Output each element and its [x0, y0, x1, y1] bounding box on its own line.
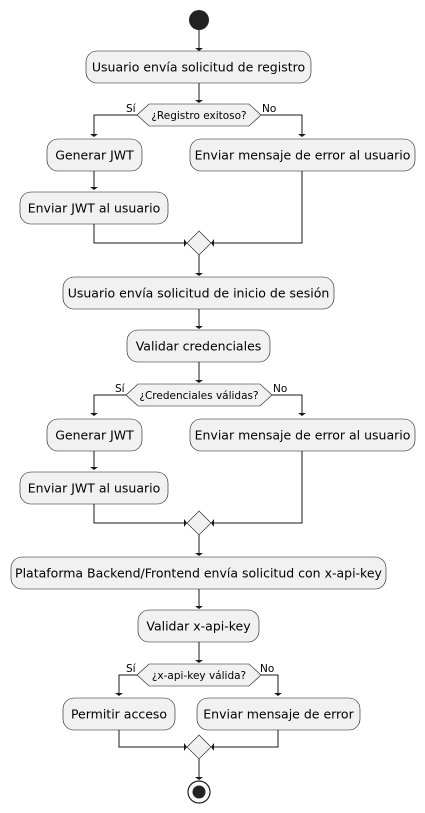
arrowhead — [274, 693, 282, 696]
svg-text:Enviar mensaje de error al usu: Enviar mensaje de error al usuario — [195, 428, 411, 443]
decision-api-key-valida: ¿x-api-key válida? — [136, 663, 262, 687]
activity-generar-jwt: Generar JWT — [46, 418, 143, 452]
svg-text:Enviar JWT al usuario: Enviar JWT al usuario — [28, 201, 161, 216]
arrowhead — [298, 413, 306, 416]
arrowhead — [184, 519, 187, 527]
edge — [214, 171, 303, 244]
edge — [118, 730, 184, 748]
svg-text:Usuario envía solicitud de reg: Usuario envía solicitud de registro — [92, 60, 305, 75]
activity-validar-credenciales: Validar credenciales — [126, 329, 271, 363]
branch-label-no: No — [260, 663, 274, 675]
arrowhead — [115, 693, 123, 696]
arrowhead — [195, 380, 203, 383]
arrowhead — [195, 100, 203, 103]
svg-text:Permitir acceso: Permitir acceso — [71, 707, 167, 722]
edge — [93, 394, 126, 413]
arrowhead — [211, 519, 214, 527]
svg-text:Usuario envía solicitud de ini: Usuario envía solicitud de inicio de ses… — [68, 286, 330, 301]
edge — [93, 504, 184, 524]
activity-error-registro: Enviar mensaje de error al usuario — [189, 138, 416, 172]
edge — [272, 394, 303, 413]
end-node — [187, 780, 211, 804]
arrowhead — [195, 606, 203, 609]
activity-permitir-acceso: Permitir acceso — [62, 697, 176, 731]
svg-text:¿Registro exitoso?: ¿Registro exitoso? — [151, 110, 246, 122]
branch-label-yes: Sí — [126, 103, 137, 115]
edge — [93, 224, 184, 244]
arrowhead — [195, 273, 203, 276]
svg-text:Validar credenciales: Validar credenciales — [136, 339, 262, 354]
branch-label-no: No — [262, 103, 276, 115]
edge — [261, 674, 279, 693]
activity-registro-request: Usuario envía solicitud de registro — [85, 50, 312, 84]
svg-text:Enviar mensaje de error: Enviar mensaje de error — [203, 707, 354, 722]
svg-text:Enviar mensaje de error al usu: Enviar mensaje de error al usuario — [195, 148, 411, 163]
arrowhead — [184, 239, 187, 247]
activity-login-request: Usuario envía solicitud de inicio de ses… — [62, 276, 335, 310]
branch-label-yes: Sí — [126, 663, 137, 675]
arrowhead — [195, 777, 203, 780]
activity-error-api-key: Enviar mensaje de error — [196, 697, 361, 731]
arrowhead — [195, 553, 203, 556]
activity-error-credenciales: Enviar mensaje de error al usuario — [189, 418, 416, 452]
svg-text:Generar JWT: Generar JWT — [55, 428, 134, 443]
arrowhead — [195, 660, 203, 663]
arrowhead — [195, 48, 203, 51]
activity-api-key-request: Plataforma Backend/Frontend envía solici… — [10, 556, 387, 590]
svg-text:¿Credenciales válidas?: ¿Credenciales válidas? — [139, 390, 258, 402]
branch-label-no: No — [273, 383, 287, 395]
arrowhead — [90, 467, 98, 470]
start-node — [189, 10, 209, 30]
edge — [93, 114, 137, 134]
merge-node — [186, 510, 212, 536]
activity-generar-jwt: Generar JWT — [46, 138, 143, 172]
arrowhead — [211, 743, 214, 751]
arrowhead — [195, 326, 203, 329]
activity-validar-api-key: Validar x-api-key — [137, 609, 260, 643]
branch-label-yes: Sí — [115, 383, 126, 395]
arrowhead — [90, 134, 98, 137]
activity-enviar-jwt: Enviar JWT al usuario — [19, 471, 169, 505]
arrowhead — [184, 743, 187, 751]
edge — [118, 674, 137, 693]
svg-text:¿x-api-key válida?: ¿x-api-key válida? — [152, 670, 246, 682]
edge — [214, 730, 279, 748]
merge-node — [186, 230, 212, 256]
decision-registro-exitoso: ¿Registro exitoso? — [136, 103, 262, 127]
arrowhead — [90, 187, 98, 190]
decision-credenciales-validas: ¿Credenciales válidas? — [125, 383, 273, 407]
edge — [261, 114, 303, 134]
arrowhead — [298, 134, 306, 137]
activity-enviar-jwt: Enviar JWT al usuario — [19, 191, 169, 225]
svg-text:Generar JWT: Generar JWT — [55, 148, 134, 163]
arrowhead — [211, 239, 214, 247]
edge — [214, 451, 303, 524]
arrowhead — [90, 413, 98, 416]
svg-text:Plataforma Backend/Frontend en: Plataforma Backend/Frontend envía solici… — [15, 566, 382, 581]
merge-node — [186, 734, 212, 760]
svg-text:Enviar JWT al usuario: Enviar JWT al usuario — [28, 481, 161, 496]
svg-text:Validar x-api-key: Validar x-api-key — [146, 619, 251, 634]
